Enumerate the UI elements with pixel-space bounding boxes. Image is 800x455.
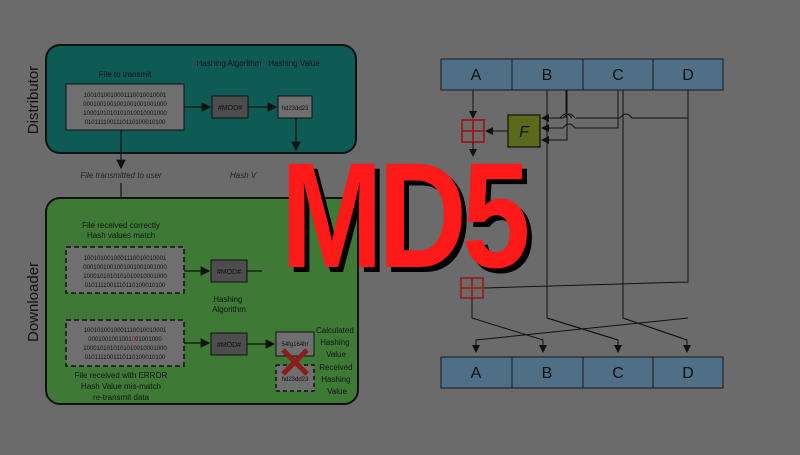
file-line: 0101111001110110100010100	[85, 283, 166, 289]
err-label-line2: Hash Value mis-match	[81, 382, 161, 391]
md5-title: MD5	[280, 131, 531, 299]
file-transmitted-label: File transmitted to user	[80, 171, 162, 180]
error-bit: 0	[132, 337, 136, 343]
err-label-line1: File received with ERROR	[75, 371, 168, 380]
recv-line: Hashing	[321, 375, 350, 384]
algo-line: Algorithm	[212, 305, 246, 314]
file-line: 1001010010001110010010001	[84, 93, 167, 99]
downloader-side-label: Downloader	[25, 262, 42, 342]
received-label: Received Hashing Value	[319, 363, 355, 396]
file-line: 0001001001001001001001000	[83, 102, 167, 108]
calculated-label: Calculated Hashing Value	[316, 326, 356, 359]
cell-d-top: D	[682, 67, 694, 84]
cell-d-bottom: D	[682, 365, 694, 382]
file-line: 1000101010101010010001000	[83, 346, 167, 352]
cell-a-bottom: A	[471, 365, 482, 382]
err-label-line3: re-transmit data	[93, 393, 150, 402]
distributor-file-box: 1001010010001110010010001 00010010010010…	[65, 83, 185, 131]
recv-line: Received	[319, 363, 352, 372]
ok-mod-box: #MOD#	[210, 259, 248, 283]
hashing-value-label: Hashing Value	[268, 59, 320, 68]
hash-value: hd23dd23	[282, 106, 309, 112]
file-line-tail: 01001000	[135, 337, 162, 343]
distributor-side-label: Distributor	[25, 66, 42, 134]
file-line-head: 0001001001001	[88, 337, 132, 343]
calc-line: Value	[326, 350, 346, 359]
file-line: 1000101010101010010001000	[83, 274, 167, 280]
received-hash-box: hd23dd23	[275, 364, 315, 392]
file-line: 0101111001110110100010100	[85, 120, 166, 126]
md5-bottom-register: A B C D	[440, 356, 724, 389]
file-line: 0001001001001001001000	[88, 337, 162, 343]
calc-line: Calculated	[316, 326, 354, 335]
calc-line: Hashing	[320, 338, 349, 347]
f-label: F	[519, 124, 530, 141]
md5-top-register: A B C D	[440, 58, 724, 91]
algo-line: Hashing	[213, 295, 242, 304]
md5-wiring	[469, 90, 691, 353]
file-to-transmit-label: File to transmit	[99, 70, 152, 79]
cell-c-top: C	[612, 67, 624, 84]
ok-label-line1: File received correctly	[82, 221, 160, 230]
file-line: 0001001001001001001001000	[83, 265, 167, 271]
cell-b-top: B	[542, 67, 553, 84]
received-hash-value: hd23dd23	[282, 377, 309, 383]
file-line: 1001010010001110010010001	[84, 328, 167, 334]
err-mod-box: #MOD#	[210, 332, 248, 356]
cell-c-bottom: C	[612, 365, 624, 382]
distributor-hash-box: hd23dd23	[277, 95, 313, 119]
err-file-box: 1001010010001110010010001 00010010010010…	[65, 319, 185, 367]
mismatch-x-icon	[281, 348, 309, 376]
file-line: 1000101010101010010001000	[83, 111, 167, 117]
distributor-mod-box: #MOD#	[211, 95, 249, 119]
cell-b-bottom: B	[542, 365, 553, 382]
file-line: 1001010010001110010010001	[84, 256, 167, 262]
file-line: 0101111001110110100010100	[85, 355, 166, 361]
mod-label: #MOD#	[217, 269, 241, 276]
calculated-hash-value: 54fg164hr	[281, 342, 308, 348]
mod-label: #MOD#	[218, 105, 242, 112]
hashing-algorithm-label: Hashing Algorithm	[212, 295, 246, 314]
f-function-box: F	[507, 114, 541, 148]
calculated-hash-box: 54fg164hr	[275, 331, 315, 357]
ok-file-box: 1001010010001110010010001 00010010010010…	[65, 246, 185, 294]
mod-label: #MOD#	[217, 342, 241, 349]
hash-value-transmitted-label: Hash V	[230, 171, 257, 180]
cell-a-top: A	[471, 67, 482, 84]
hashing-algorithm-label: Hashing Algorithm	[197, 59, 262, 68]
recv-line: Value	[327, 387, 347, 396]
ok-label-line2: Hash values match	[87, 231, 155, 240]
